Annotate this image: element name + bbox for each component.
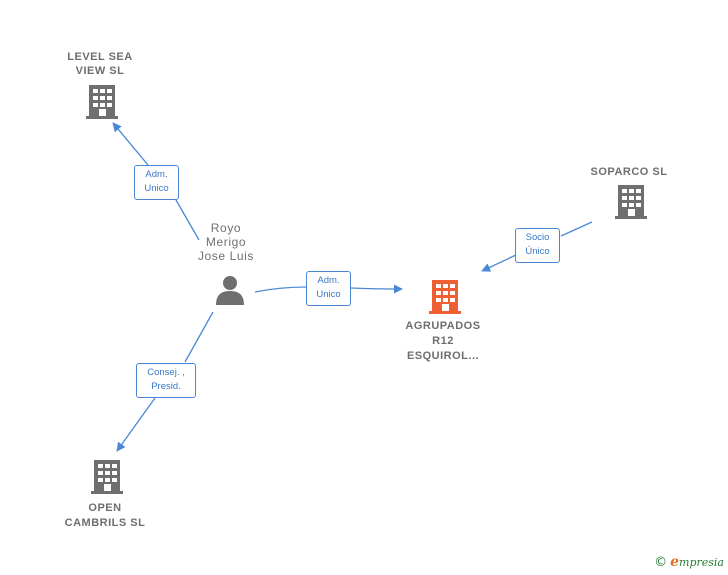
- node-label-soparco[interactable]: SOPARCO SL: [579, 165, 679, 179]
- node-label-open-cambrils[interactable]: OPEN CAMBRILS SL: [55, 501, 155, 531]
- label-line: SOPARCO SL: [590, 166, 668, 178]
- edge-label-consej-presid: Consej. , Presid.: [136, 363, 196, 398]
- label-line: VIEW SL: [75, 65, 125, 77]
- label-line: AGRUPADOS: [405, 320, 481, 332]
- label-line: R12: [432, 335, 454, 347]
- label-line: Merigo: [205, 235, 247, 249]
- building-icon[interactable]: [91, 460, 123, 494]
- edge-label-line: Único: [525, 246, 550, 257]
- edge-label-line: Adm.: [317, 275, 340, 286]
- edge-label-line: Consej. ,: [147, 367, 185, 378]
- edge-royo-open-cambrils: [117, 311, 214, 451]
- node-label-royo[interactable]: Royo Merigo Jose Luis: [176, 221, 276, 263]
- edge-label-line: Unico: [316, 289, 341, 300]
- node-label-agrupados[interactable]: AGRUPADOS R12 ESQUIROL...: [393, 319, 493, 364]
- person-icon[interactable]: [216, 276, 244, 305]
- label-line: Jose Luis: [197, 249, 255, 263]
- empresia-logo: ©empresia: [654, 554, 724, 570]
- edge-label-line: Socio: [525, 232, 550, 243]
- edge-label-adm-unico: Adm. Unico: [306, 271, 351, 306]
- edge-soparco-agrupados: [482, 221, 593, 271]
- copyright-symbol: ©: [654, 555, 668, 570]
- brand-name: mpresia: [679, 556, 724, 569]
- node-label-level-sea[interactable]: LEVEL SEA VIEW SL: [50, 50, 150, 78]
- building-icon[interactable]: [429, 280, 461, 314]
- label-line: Royo: [210, 221, 242, 235]
- edge-royo-agrupados: [254, 287, 402, 292]
- building-icon[interactable]: [615, 185, 647, 219]
- label-line: LEVEL SEA: [67, 51, 133, 63]
- building-icon[interactable]: [86, 85, 118, 119]
- label-line: CAMBRILS SL: [64, 517, 146, 529]
- edge-label-line: Presid.: [151, 381, 181, 392]
- edge-royo-level-sea: [113, 123, 200, 241]
- edge-label-line: Unico: [144, 183, 169, 194]
- edge-label-socio-unico: Socio Único: [515, 228, 560, 263]
- brand-e: e: [670, 554, 680, 570]
- edge-label-line: Adm.: [145, 169, 168, 180]
- label-line: ESQUIROL...: [406, 350, 480, 362]
- label-line: OPEN: [88, 502, 122, 514]
- edge-label-adm-unico: Adm. Unico: [134, 165, 179, 200]
